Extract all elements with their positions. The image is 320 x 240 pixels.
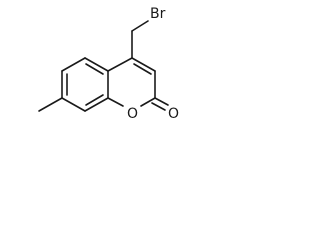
bond-c8a-c4a-inner — [85, 94, 104, 106]
bond-c8a-c4a — [84, 97, 109, 112]
bond-c6-c7 — [61, 57, 86, 72]
pyranone-ring — [107, 57, 169, 111]
bond-c5-c6-inner — [85, 63, 104, 75]
substituents — [38, 20, 149, 112]
ring-oxygen-atom-label: O — [127, 106, 138, 122]
structure-diagram: Br O O — [38, 6, 179, 122]
bond-c4-c3-inner — [133, 63, 152, 75]
bond-c2-o-carbonyl-b — [151, 102, 166, 111]
bond-c2-o-carbonyl-a — [154, 97, 169, 106]
bond-c4-c3 — [131, 57, 156, 72]
bromine-atom-label: Br — [150, 6, 166, 22]
bond-o1-c8a — [107, 97, 124, 107]
bond-ch2-br — [131, 20, 149, 32]
bond-c2-o1 — [140, 97, 156, 107]
benzene-ring — [61, 57, 109, 112]
bond-c7-methyl — [38, 97, 63, 112]
bond-c5-c6 — [84, 57, 109, 72]
bond-c8-c8a — [61, 97, 86, 112]
carbonyl-oxygen-atom-label: O — [168, 106, 179, 122]
bond-c4a-c4 — [107, 57, 133, 72]
